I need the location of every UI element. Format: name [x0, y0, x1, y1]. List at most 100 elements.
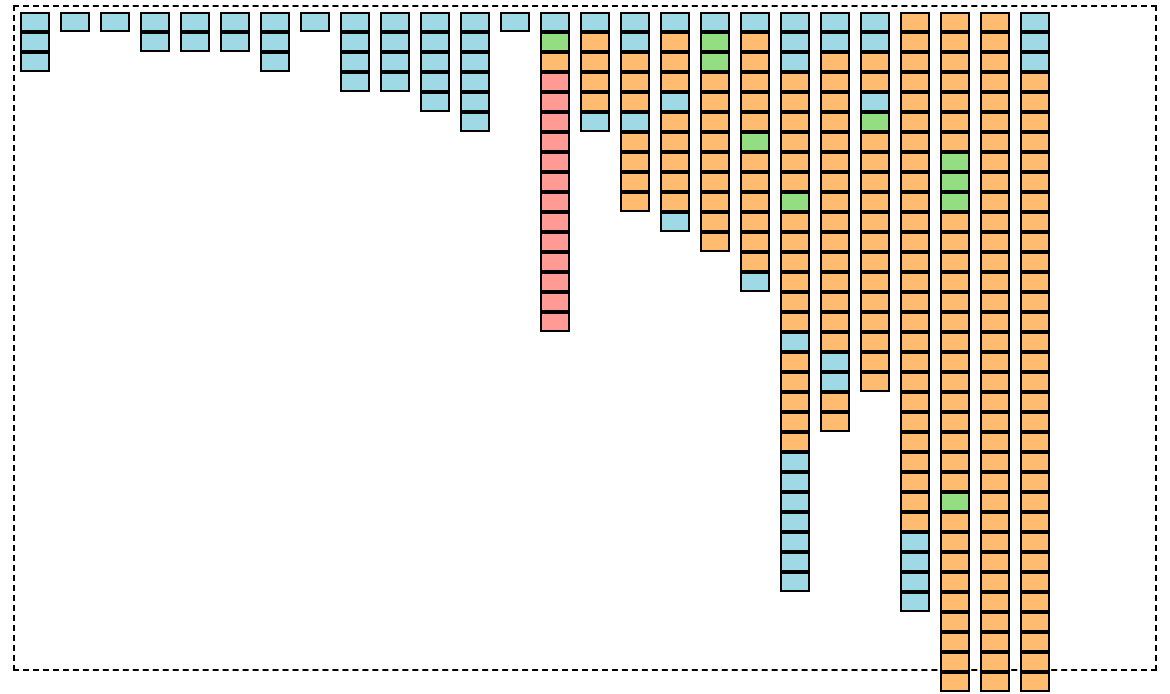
cell-block [1020, 232, 1050, 252]
cell-block [1020, 52, 1050, 72]
cell-block [1020, 612, 1050, 632]
cell-block [460, 112, 490, 132]
cell-block [820, 112, 850, 132]
cell-block [860, 112, 890, 132]
cell-column [700, 12, 730, 254]
cell-block [1020, 352, 1050, 372]
cell-block [700, 52, 730, 72]
cell-block [620, 192, 650, 212]
cell-block [220, 12, 250, 32]
cell-column [140, 12, 170, 54]
cell-block [980, 192, 1010, 212]
cell-block [380, 72, 410, 92]
cell-block [1020, 152, 1050, 172]
cell-block [700, 152, 730, 172]
cell-block [940, 12, 970, 32]
cell-column [860, 12, 890, 394]
cell-block [780, 272, 810, 292]
cell-block [980, 352, 1010, 372]
cell-block [860, 252, 890, 272]
cell-column [180, 12, 210, 54]
cell-block [460, 72, 490, 92]
cell-block [900, 592, 930, 612]
cell-block [860, 132, 890, 152]
cell-column [820, 12, 850, 434]
cell-block [620, 112, 650, 132]
cell-block [1020, 112, 1050, 132]
cell-block [860, 312, 890, 332]
cell-block [780, 52, 810, 72]
cell-block [780, 372, 810, 392]
cell-block [540, 12, 570, 32]
cell-block [780, 312, 810, 332]
cell-block [940, 212, 970, 232]
cell-block [940, 592, 970, 612]
cell-block [900, 552, 930, 572]
cell-block [1020, 492, 1050, 512]
cell-block [620, 72, 650, 92]
cell-block [940, 292, 970, 312]
cell-block [940, 572, 970, 592]
cell-block [860, 332, 890, 352]
cell-block [780, 412, 810, 432]
cell-column [460, 12, 490, 134]
cell-block [140, 32, 170, 52]
cell-column [20, 12, 50, 74]
dashed-frame [13, 5, 1157, 671]
cell-block [900, 12, 930, 32]
cell-block [780, 232, 810, 252]
cell-block [860, 32, 890, 52]
cell-block [860, 192, 890, 212]
cell-block [700, 112, 730, 132]
cell-block [940, 152, 970, 172]
cell-block [900, 332, 930, 352]
cell-block [820, 272, 850, 292]
cell-block [1020, 552, 1050, 572]
cell-block [940, 392, 970, 412]
cell-block [700, 232, 730, 252]
cell-block [1020, 412, 1050, 432]
cell-block [340, 12, 370, 32]
cell-block [980, 592, 1010, 612]
cell-block [540, 52, 570, 72]
cell-block [980, 112, 1010, 132]
cell-block [980, 532, 1010, 552]
cell-block [740, 152, 770, 172]
cell-block [780, 212, 810, 232]
cell-block [980, 612, 1010, 632]
cell-block [900, 392, 930, 412]
cell-block [940, 312, 970, 332]
cell-block [740, 32, 770, 52]
cell-block [980, 632, 1010, 652]
cell-block [1020, 592, 1050, 612]
cell-block [940, 632, 970, 652]
cell-block [700, 12, 730, 32]
cell-block [780, 192, 810, 212]
cell-block [620, 52, 650, 72]
cell-column [900, 12, 930, 614]
cell-block [1020, 312, 1050, 332]
cell-block [940, 352, 970, 372]
cell-block [860, 232, 890, 252]
cell-block [940, 452, 970, 472]
cell-block [540, 172, 570, 192]
cell-block [740, 232, 770, 252]
cell-block [940, 112, 970, 132]
cell-block [460, 12, 490, 32]
cell-block [980, 32, 1010, 52]
cell-column [660, 12, 690, 234]
cell-block [980, 392, 1010, 412]
cell-block [660, 172, 690, 192]
cell-block [900, 532, 930, 552]
cell-block [380, 32, 410, 52]
cell-block [780, 492, 810, 512]
cell-block [1020, 92, 1050, 112]
cell-block [780, 32, 810, 52]
cell-block [820, 412, 850, 432]
cell-block [740, 72, 770, 92]
cell-block [900, 132, 930, 152]
cell-column [980, 12, 1010, 694]
cell-block [140, 12, 170, 32]
cell-block [540, 132, 570, 152]
